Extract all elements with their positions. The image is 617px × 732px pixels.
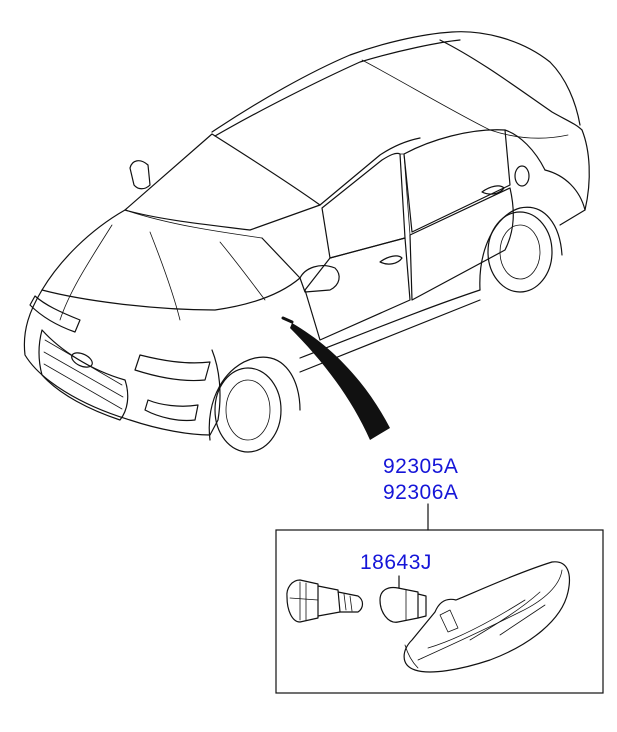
car-illustration bbox=[23, 31, 590, 453]
left-headlamp bbox=[29, 295, 81, 333]
front-door bbox=[304, 237, 411, 341]
right-headlamp bbox=[134, 354, 211, 382]
part-number-92306a[interactable]: 92306A bbox=[383, 481, 459, 504]
rear-side-window bbox=[403, 129, 511, 233]
right-mirror bbox=[299, 265, 340, 293]
front-wheel bbox=[208, 356, 301, 453]
car-roof-outline bbox=[211, 31, 581, 133]
bulb-socket bbox=[286, 579, 364, 623]
callout-pointer bbox=[290, 323, 390, 440]
bulb bbox=[379, 586, 427, 623]
rear-door bbox=[409, 187, 514, 301]
part-number-92305a[interactable]: 92305A bbox=[383, 455, 459, 478]
fuel-lid bbox=[514, 165, 530, 187]
car-roof-inner bbox=[214, 39, 461, 137]
left-mirror bbox=[129, 160, 151, 190]
side-repeater-marker bbox=[281, 316, 294, 324]
front-grille bbox=[38, 329, 129, 421]
front-bumper bbox=[23, 289, 221, 436]
detail-box bbox=[275, 529, 604, 694]
side-repeater-lamp bbox=[403, 561, 571, 673]
part-number-18643j[interactable]: 18643J bbox=[360, 551, 432, 574]
front-side-window bbox=[321, 152, 406, 259]
rear-window bbox=[439, 39, 583, 131]
brand-logo bbox=[71, 352, 93, 368]
rear-wheel bbox=[479, 206, 563, 293]
windshield bbox=[124, 133, 321, 231]
car-hood bbox=[41, 209, 301, 311]
